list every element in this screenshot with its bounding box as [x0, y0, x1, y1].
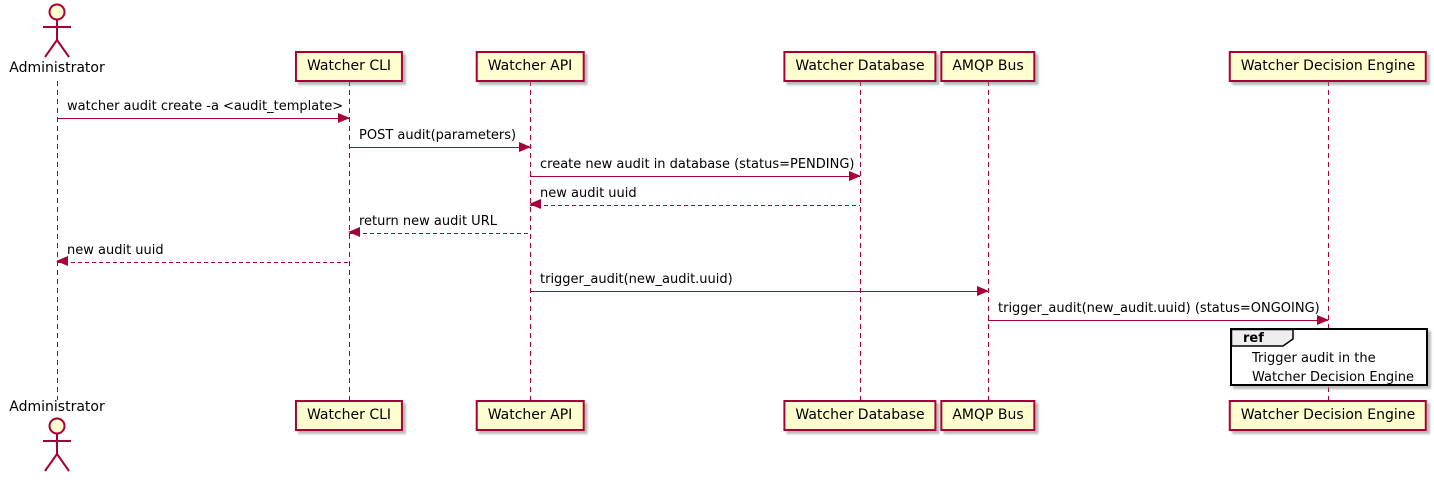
- message-label: trigger_audit(new_audit.uuid): [540, 272, 733, 287]
- message-new-audit-uuid-db: new audit uuid: [529, 185, 860, 209]
- participant-watcher-cli-bottom: Watcher CLI: [294, 400, 404, 431]
- arrowhead-icon: [56, 256, 68, 266]
- ref-text: Trigger audit in the Watcher Decision En…: [1252, 349, 1414, 387]
- arrowhead-icon: [338, 113, 350, 123]
- arrowhead-icon: [977, 286, 989, 296]
- actor-name-top: Administrator: [9, 60, 105, 76]
- ref-fragment: ref Trigger audit in the Watcher Decisio…: [1230, 328, 1428, 386]
- message-label: create new audit in database (status=PEN…: [540, 157, 855, 172]
- arrowhead-icon: [529, 199, 541, 209]
- arrowhead-icon: [1317, 315, 1329, 325]
- lifeline-watcher-cli: [349, 81, 350, 400]
- message-line: [530, 286, 989, 296]
- message-line: [530, 171, 861, 181]
- message-label: POST audit(parameters): [359, 128, 517, 143]
- arrowhead-icon: [849, 171, 861, 181]
- lifeline-watcher-decision-engine: [1328, 81, 1329, 400]
- message-trigger-audit: trigger_audit(new_audit.uuid): [530, 271, 989, 296]
- message-label: trigger_audit(new_audit.uuid) (status=ON…: [998, 301, 1320, 316]
- lifeline-watcher-api: [530, 81, 531, 400]
- message-line: [529, 199, 860, 209]
- message-audit-create: watcher audit create -a <audit_template>: [57, 98, 350, 123]
- ref-pentagon-icon: [1231, 329, 1294, 347]
- ref-text-line1: Trigger audit in the: [1252, 351, 1376, 366]
- message-label: new audit uuid: [540, 186, 637, 201]
- message-post-audit: POST audit(parameters): [349, 127, 531, 152]
- actor-icon: [43, 417, 71, 472]
- message-line: [988, 315, 1329, 325]
- participant-watcher-database-top: Watcher Database: [783, 51, 937, 82]
- participant-amqp-bus-bottom: AMQP Bus: [940, 400, 1036, 431]
- message-return-audit-url: return new audit URL: [348, 213, 530, 237]
- message-line: [349, 142, 531, 152]
- ref-keyword: ref: [1243, 331, 1264, 346]
- message-line: [57, 113, 350, 123]
- participant-watcher-decision-engine-top: Watcher Decision Engine: [1228, 51, 1428, 82]
- participant-watcher-decision-engine-bottom: Watcher Decision Engine: [1228, 400, 1428, 431]
- message-trigger-audit-ongoing: trigger_audit(new_audit.uuid) (status=ON…: [988, 300, 1329, 325]
- message-label: watcher audit create -a <audit_template>: [67, 99, 344, 114]
- lifeline-watcher-database: [860, 81, 861, 400]
- actor-name-bottom: Administrator: [9, 399, 105, 415]
- message-create-audit-db: create new audit in database (status=PEN…: [530, 156, 861, 181]
- message-line: [348, 227, 530, 237]
- message-label: new audit uuid: [67, 243, 164, 258]
- message-line: [56, 256, 349, 266]
- ref-text-line2: Watcher Decision Engine: [1252, 370, 1414, 385]
- participant-watcher-api-bottom: Watcher API: [475, 400, 585, 431]
- message-label: return new audit URL: [359, 214, 497, 229]
- participant-watcher-cli-top: Watcher CLI: [294, 51, 404, 82]
- participant-amqp-bus-top: AMQP Bus: [940, 51, 1036, 82]
- lifeline-amqp-bus: [988, 81, 989, 400]
- arrowhead-icon: [348, 227, 360, 237]
- lifeline-administrator: [57, 81, 58, 400]
- arrowhead-icon: [519, 142, 531, 152]
- actor-icon: [43, 3, 71, 58]
- participant-watcher-database-bottom: Watcher Database: [783, 400, 937, 431]
- message-new-audit-uuid-admin: new audit uuid: [56, 242, 349, 266]
- participant-watcher-api-top: Watcher API: [475, 51, 585, 82]
